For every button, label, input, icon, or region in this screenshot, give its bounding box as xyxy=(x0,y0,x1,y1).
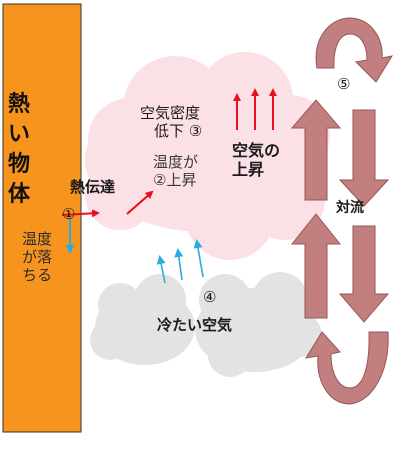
air-density-label: 空気密度 低下 ③ xyxy=(140,104,202,140)
convection-loop xyxy=(290,17,394,405)
temp-rise-label: 温度が ②上昇 xyxy=(153,153,198,189)
air-rise-line: 上昇 xyxy=(232,160,265,180)
temp-drop-line: が落 xyxy=(22,248,53,266)
air-density-line: 低下 ③ xyxy=(154,122,203,140)
temp-rise-line: ②上昇 xyxy=(153,171,197,189)
cool-air-rise-arrow xyxy=(174,248,184,281)
cool-air-label: 冷たい空気 xyxy=(157,316,233,334)
air-density-line: 空気密度 xyxy=(140,104,201,122)
hot-object-label-line: 熱 xyxy=(8,92,31,117)
step-5-marker: ⑤ xyxy=(337,75,351,93)
convection-down-arrow xyxy=(338,225,390,323)
cool-air-cloud-left xyxy=(90,274,195,365)
temp-drop-line: 温度 xyxy=(22,230,53,248)
hot-object-label-line: 体 xyxy=(8,182,31,207)
hot-object-label-line: い xyxy=(8,122,31,147)
step-4-marker: ④ xyxy=(203,288,217,306)
air-rise-line: 空気の xyxy=(232,141,281,160)
step-1-marker: ① xyxy=(62,205,76,223)
convection-up-arrow xyxy=(290,213,342,319)
warm-air-cloud xyxy=(85,52,330,260)
temp-drop-label: 温度 が落 ちる xyxy=(22,230,52,284)
hot-object-label-line: 物 xyxy=(8,152,31,177)
air-rise-label: 空気の 上昇 xyxy=(232,141,280,179)
convection-up-arrow xyxy=(290,99,342,201)
convection-label: 対流 xyxy=(336,200,364,216)
heat-transfer-arrow xyxy=(126,190,154,215)
temp-drop-line: ちる xyxy=(22,266,53,284)
cool-air-rise-arrow xyxy=(156,255,166,284)
convection-down-arrow xyxy=(338,109,390,207)
cool-air-rise-arrow xyxy=(193,239,204,278)
hot-object-label: 熱 い 物 体 xyxy=(8,90,42,210)
temp-rise-line: 温度が xyxy=(153,153,199,171)
cool-air-cloud-right xyxy=(195,272,322,377)
heat-transfer-arrow xyxy=(61,209,100,218)
convection-top-arc xyxy=(315,17,394,83)
hot-object xyxy=(2,3,82,433)
convection-bottom-arc xyxy=(304,331,389,405)
heat-transfer-label: 熱伝達 xyxy=(70,178,116,196)
